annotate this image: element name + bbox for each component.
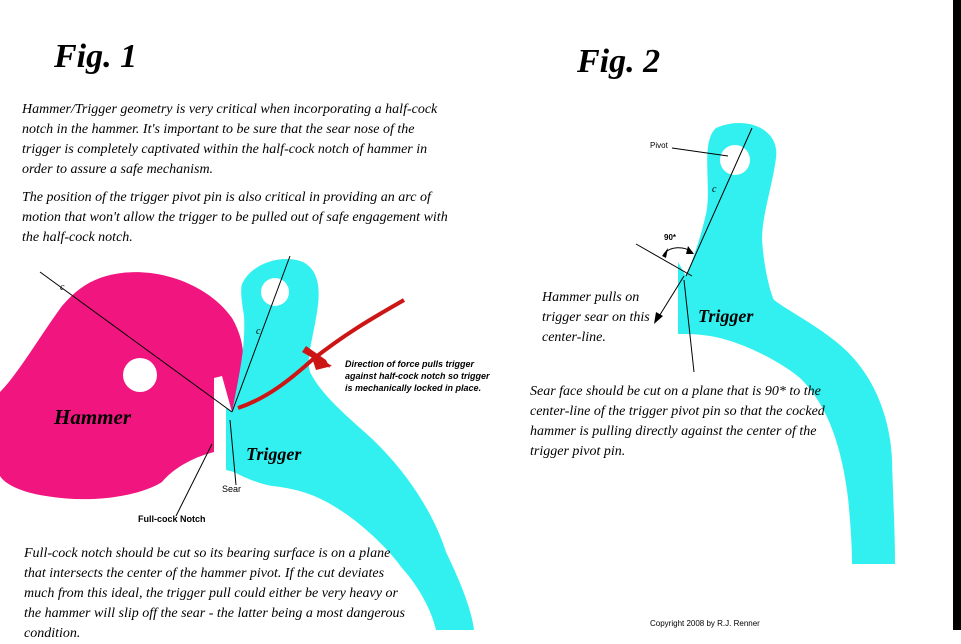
- full-cock-notch-label: Full-cock Notch: [138, 514, 206, 524]
- force-arrow: [237, 298, 406, 410]
- fig1-intro: Hammer/Trigger geometry is very critical…: [22, 100, 452, 180]
- fig2-center-line: [685, 127, 753, 277]
- fig2-trigger-label: Trigger: [698, 306, 754, 326]
- pivot-leader: [671, 147, 729, 157]
- fig2-trigger-shape: [678, 122, 895, 564]
- hammer-shape: [0, 272, 244, 500]
- hammer-label: Hammer: [54, 405, 131, 429]
- fig1-paragraph-2: The position of the trigger pivot pin is…: [22, 190, 448, 245]
- copyright-text: Copyright 2008 by R.J. Renner: [650, 619, 760, 628]
- force-direction-note: Direction of force pulls trigger against…: [345, 359, 490, 393]
- hammer-pivot-hole: [123, 358, 157, 392]
- pivot-label: Pivot: [650, 141, 668, 150]
- trigger-pivot-hole: [261, 278, 289, 306]
- trigger-label: Trigger: [246, 444, 302, 464]
- fig1-title: Fig. 1: [54, 38, 138, 75]
- trigger-center-line: [231, 255, 291, 413]
- centerline-marker: c: [712, 184, 717, 195]
- force-arrowhead-tip: [310, 352, 332, 370]
- hammer-pull-arrow: [657, 275, 685, 319]
- notch-leader: [175, 443, 213, 517]
- hammer-pull-note: Hammer pulls on trigger sear on this cen…: [542, 290, 650, 345]
- sear-plane-line: [635, 243, 693, 277]
- angle-arrowhead: [662, 248, 668, 258]
- sear-label: Sear: [222, 484, 242, 494]
- centerline-marker: c: [60, 282, 65, 293]
- fig2-title: Fig. 2: [577, 43, 661, 80]
- diagram-canvas: c c c: [0, 122, 895, 630]
- fig1-paragraph-1: Hammer/Trigger geometry is very critical…: [22, 102, 438, 177]
- centerline-marker: c: [256, 326, 261, 337]
- fig2-pivot-hole: [720, 145, 750, 175]
- hammer-pull-arrowhead: [654, 312, 663, 324]
- hammer-center-line: [39, 271, 233, 413]
- sear-note-leader: [683, 279, 695, 373]
- sear-face-note: Sear face should be cut on a plane that …: [530, 384, 825, 459]
- angle-arrowhead: [686, 246, 694, 254]
- right-border: [953, 0, 961, 630]
- trigger-shape: [226, 258, 474, 630]
- sear-leader: [229, 419, 237, 486]
- fig1-bottom-note: Full-cock notch should be cut so its bea…: [24, 546, 405, 641]
- fig1-intro-2: The position of the trigger pivot pin is…: [22, 188, 452, 248]
- angle-label: 90*: [664, 233, 677, 242]
